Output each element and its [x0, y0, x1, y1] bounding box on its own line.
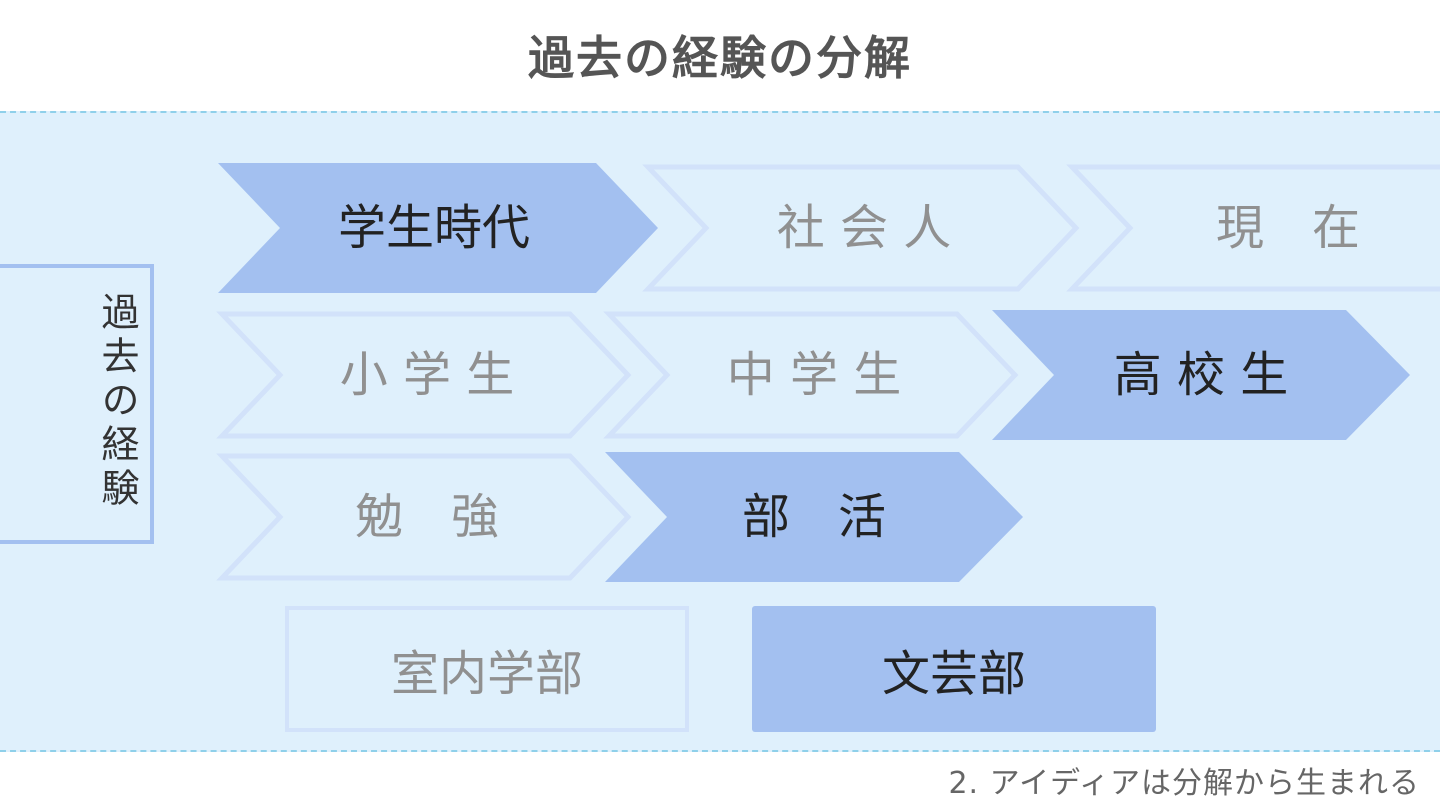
chevron-study: 勉 強 — [216, 452, 636, 582]
box-label: 室内学部 — [390, 646, 583, 702]
chevron-present: 現 在 — [1066, 163, 1440, 293]
page-title: 過去の経験の分解 — [528, 31, 912, 85]
chevron-label: 中 学 生 — [726, 347, 902, 403]
chevron-label: 小 学 生 — [339, 347, 515, 403]
chevron-label: 部 活 — [741, 489, 886, 545]
chevron-shape — [642, 164, 1080, 292]
chevron-shape — [216, 311, 632, 439]
chevron-label: 勉 強 — [354, 489, 499, 545]
box-literary-club: 文芸部 — [752, 606, 1156, 732]
box-label: 文芸部 — [881, 646, 1026, 702]
chevron-elementary: 小 学 生 — [216, 310, 636, 440]
chevron-student-era: 学生時代 — [218, 163, 658, 293]
chevron-shape — [605, 452, 1023, 582]
slide-footer: 2. アイディアは分解から生まれる — [948, 766, 1420, 801]
chevron-high-school: 高 校 生 — [992, 310, 1410, 440]
chevron-middle-school: 中 学 生 — [603, 310, 1023, 440]
side-label-box: 過去の経験 — [0, 264, 154, 544]
chevron-shape — [1066, 164, 1440, 292]
chevron-label: 社 会 人 — [776, 200, 952, 256]
chevron-label: 現 在 — [1215, 200, 1360, 256]
chevron-label: 学生時代 — [337, 200, 530, 256]
box-indoor-club: 室内学部 — [285, 606, 689, 732]
chevron-shape — [603, 311, 1019, 439]
chevron-working-adult: 社 会 人 — [642, 163, 1084, 293]
chevron-shape — [218, 163, 658, 293]
chevron-club-activity: 部 活 — [605, 452, 1023, 582]
chevron-shape — [216, 453, 632, 581]
chevron-shape — [992, 310, 1410, 440]
chevron-label: 高 校 生 — [1113, 347, 1289, 403]
side-label: 過去の経験 — [95, 292, 139, 512]
